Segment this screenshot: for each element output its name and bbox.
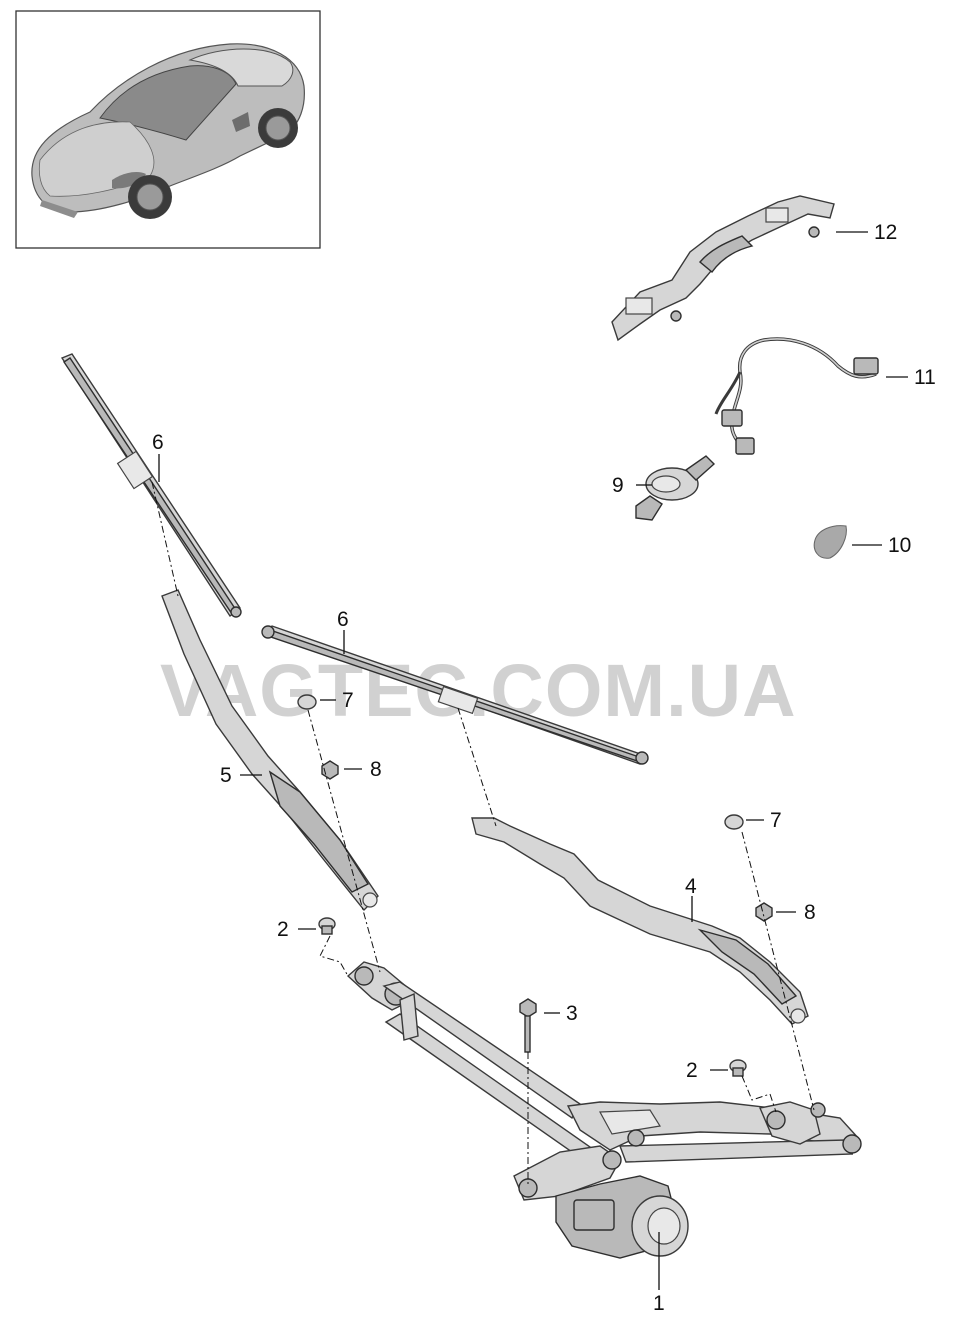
callout-2-right: 2 bbox=[686, 1059, 698, 1082]
callout-8-right: 8 bbox=[804, 901, 816, 924]
callout-9: 9 bbox=[612, 474, 624, 497]
part-8-nut-right bbox=[755, 902, 773, 922]
part-1-wiper-linkage-motor bbox=[346, 961, 862, 1259]
callout-10: 10 bbox=[888, 534, 911, 557]
leader-lines bbox=[158, 231, 908, 1290]
part-7-cap-left bbox=[297, 694, 317, 710]
part-5-wiper-arm-left bbox=[161, 589, 379, 912]
callout-12: 12 bbox=[874, 221, 897, 244]
watermark: VAGTEC.COM.UA bbox=[160, 649, 797, 732]
callout-6-left: 6 bbox=[152, 431, 164, 454]
part-6-wiper-blade-left bbox=[60, 353, 242, 618]
callout-11: 11 bbox=[914, 366, 936, 389]
callout-6-right: 6 bbox=[337, 608, 349, 631]
part-2-grommet-right bbox=[729, 1059, 747, 1077]
part-11-wiring-harness bbox=[714, 337, 879, 455]
callout-1: 1 bbox=[653, 1292, 665, 1315]
part-2-grommet-left bbox=[318, 917, 336, 935]
part-7-cap-right bbox=[724, 814, 744, 830]
callout-7-left: 7 bbox=[342, 689, 354, 712]
part-3-bolt bbox=[519, 998, 537, 1053]
part-10-gel-pad bbox=[813, 525, 847, 559]
callout-labels: 6 6 5 7 8 7 8 4 2 2 3 1 9 10 11 12 bbox=[152, 221, 936, 1315]
assembly-lines bbox=[151, 481, 815, 1184]
part-12-cable-bracket bbox=[611, 195, 835, 342]
part-4-wiper-arm-right bbox=[471, 817, 809, 1025]
part-6-wiper-blade-right bbox=[261, 625, 649, 765]
callout-2-left: 2 bbox=[277, 918, 289, 941]
callout-5: 5 bbox=[220, 764, 232, 787]
part-9-sensor bbox=[635, 455, 716, 521]
callout-4: 4 bbox=[685, 875, 697, 898]
callout-3: 3 bbox=[566, 1002, 578, 1025]
callout-7-right: 7 bbox=[770, 809, 782, 832]
vehicle-thumbnail bbox=[15, 10, 321, 249]
callout-8-left: 8 bbox=[370, 758, 382, 781]
